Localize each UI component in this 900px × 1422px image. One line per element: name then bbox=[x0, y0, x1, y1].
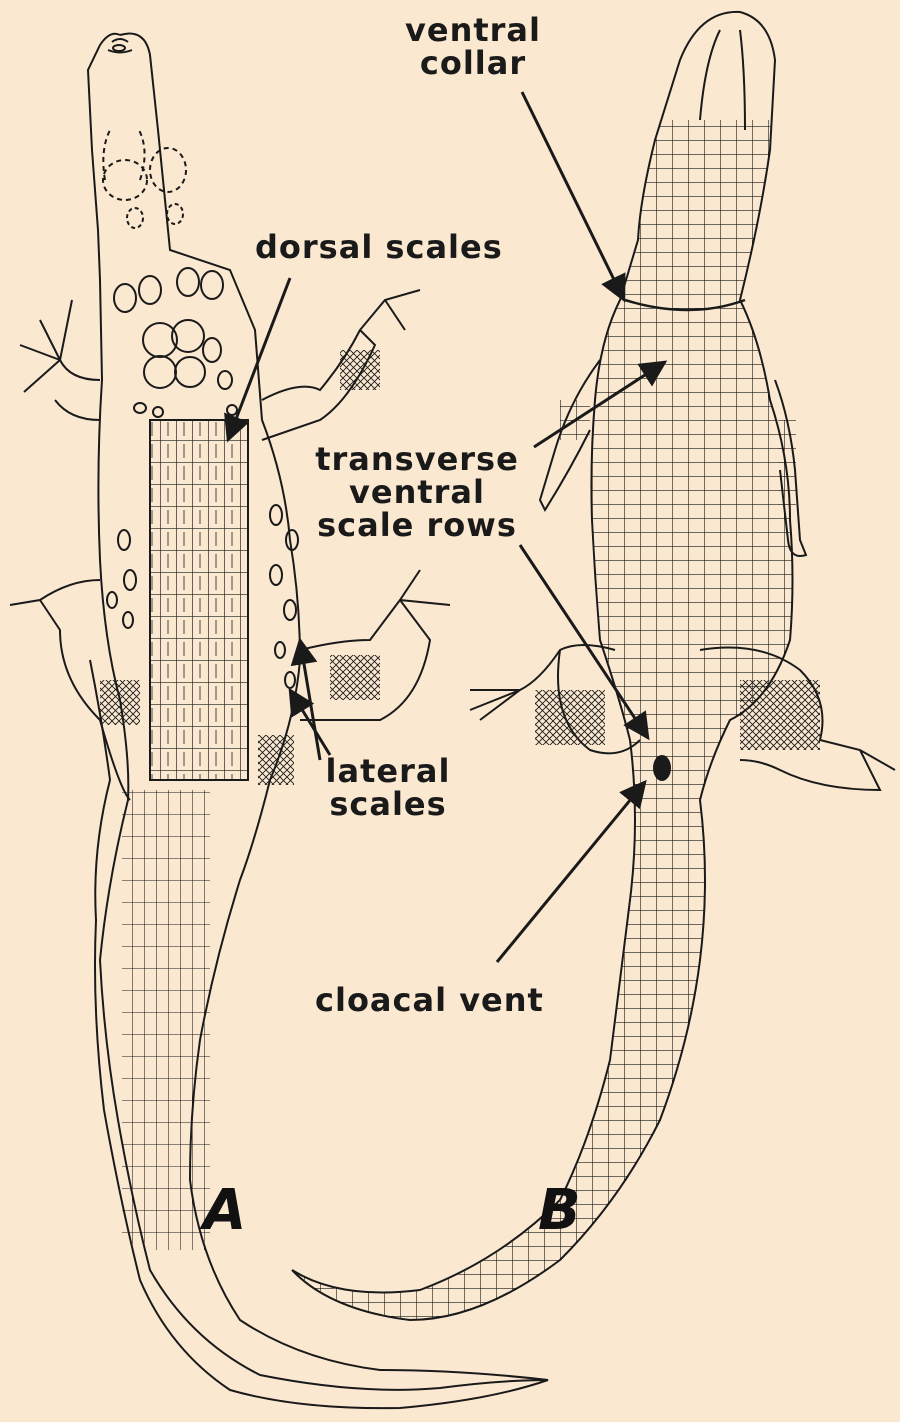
label-ventral-collar-line2: collar bbox=[398, 47, 548, 80]
label-transverse-line1: transverse bbox=[312, 443, 522, 476]
label-lateral-scales: lateral scales bbox=[318, 755, 458, 821]
figure-letter-b: B bbox=[538, 1178, 581, 1243]
label-transverse-ventral-scale-rows: transverse ventral scale rows bbox=[312, 443, 522, 542]
arrow-dorsal-scales bbox=[228, 278, 290, 440]
arrow-ventral-collar bbox=[522, 92, 624, 300]
label-transverse-line3: scale rows bbox=[312, 509, 522, 542]
label-ventral-collar: ventral collar bbox=[398, 14, 548, 80]
figure-letter-a: A bbox=[203, 1178, 246, 1243]
label-lateral-line1: lateral bbox=[318, 755, 458, 788]
label-transverse-line2: ventral bbox=[312, 476, 522, 509]
label-cloacal-vent: cloacal vent bbox=[315, 984, 544, 1017]
arrow-lateral-scales-2 bbox=[300, 640, 320, 760]
label-dorsal-scales: dorsal scales bbox=[255, 231, 503, 264]
tail-scale-band bbox=[122, 790, 210, 1250]
label-ventral-collar-line1: ventral bbox=[398, 14, 548, 47]
figure-a-left-forelimb bbox=[20, 300, 100, 420]
dorsal-scute-grid bbox=[150, 420, 248, 780]
arrow-cloacal-vent bbox=[497, 782, 645, 962]
cloacal-vent-mark bbox=[654, 756, 670, 780]
label-lateral-line2: scales bbox=[318, 788, 458, 821]
